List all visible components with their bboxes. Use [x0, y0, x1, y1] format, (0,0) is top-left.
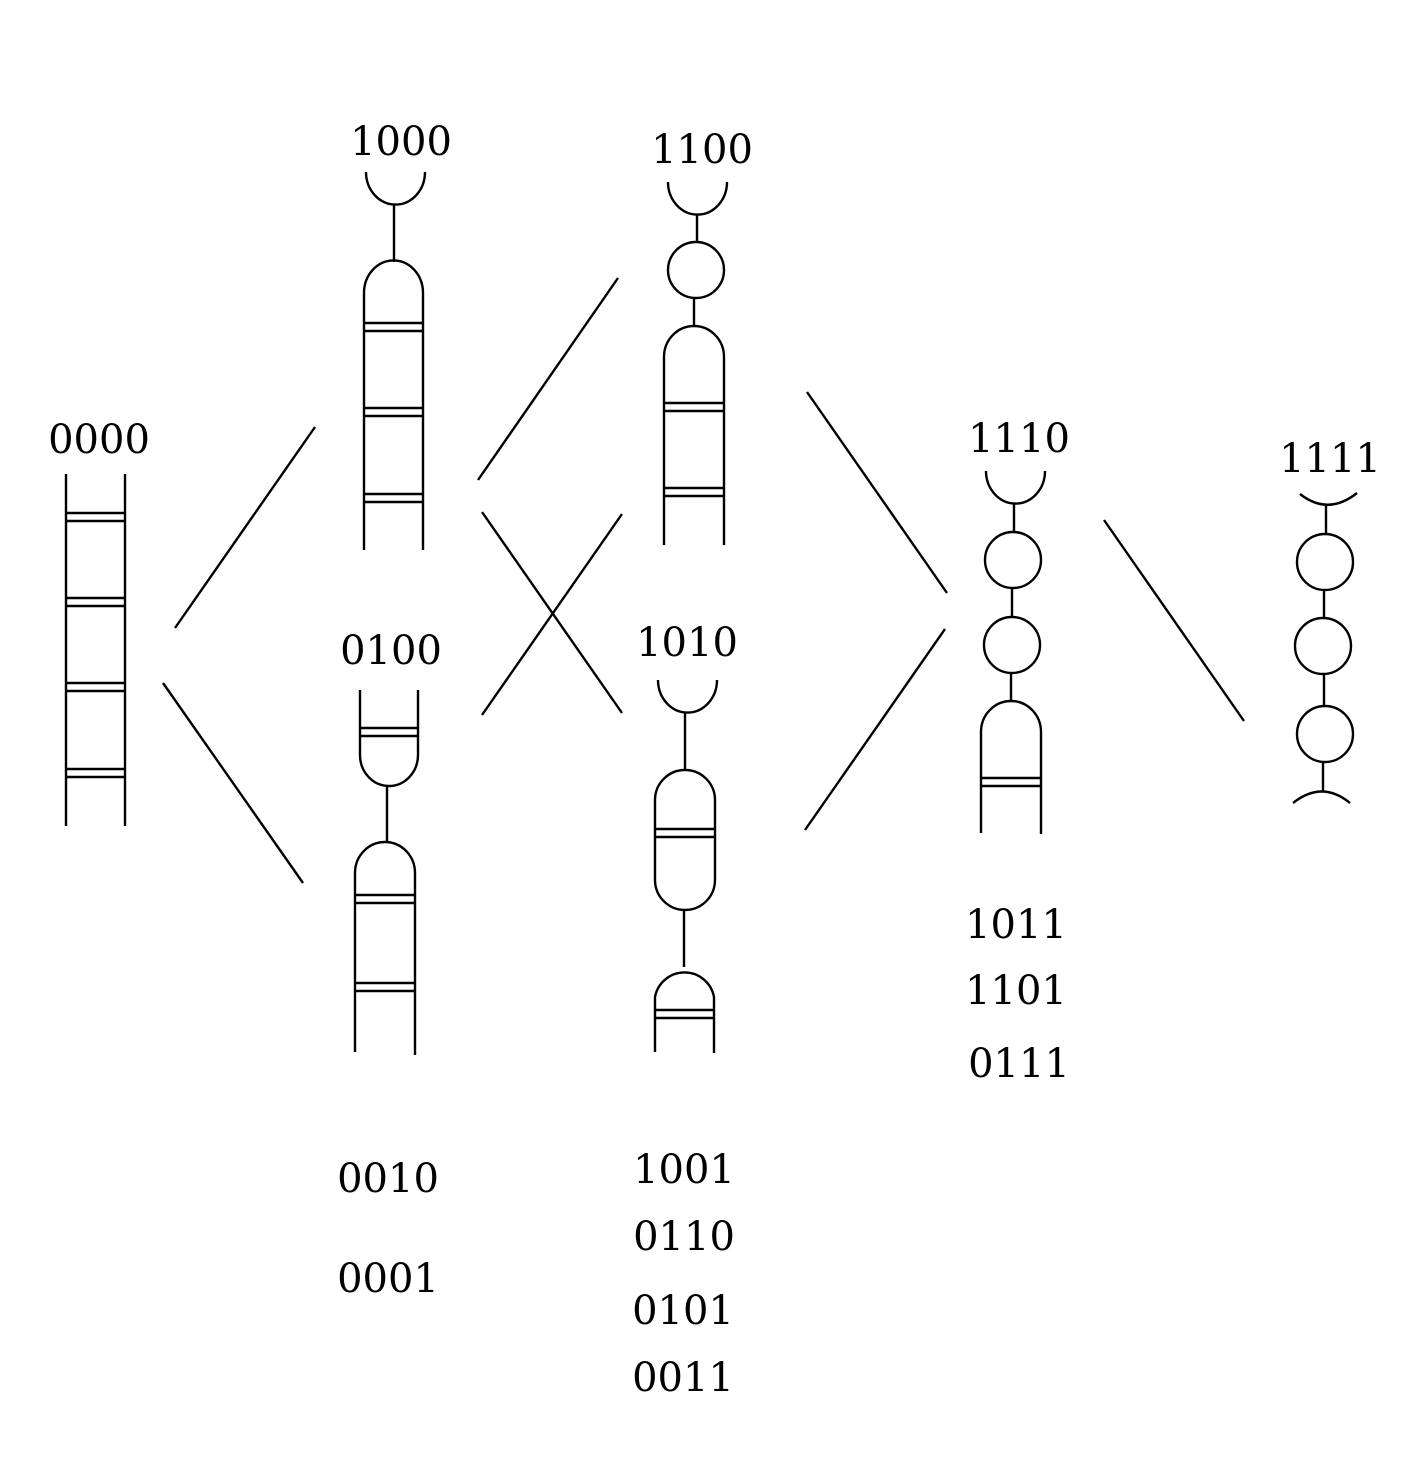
edge-0000-1000 [174, 426, 316, 629]
edge-0000-0100 [162, 682, 304, 884]
label-1100: 1100 [651, 127, 753, 173]
capped-ladder [653, 971, 716, 1053]
label-1011: 1011 [965, 902, 1067, 948]
rung-pair [364, 406, 423, 418]
cup-end [984, 470, 1047, 505]
figure-1000 [362, 171, 427, 550]
capped-ladder [979, 699, 1043, 834]
label-1000: 1000 [350, 119, 452, 165]
rung-pair [66, 511, 125, 523]
rung-pair [364, 321, 423, 333]
rung-pair [981, 776, 1041, 788]
figure-0000 [64, 474, 127, 826]
label-0011: 0011 [632, 1355, 734, 1401]
ring [1295, 704, 1355, 764]
rung-pair [364, 492, 423, 504]
rung-pair [66, 767, 125, 779]
capped-ladder [362, 259, 425, 550]
figure-1111 [1292, 492, 1358, 804]
label-1101: 1101 [965, 968, 1067, 1014]
edge-1100-1110 [806, 391, 948, 594]
u-loop-top [358, 690, 420, 788]
edge-1000-1100 [477, 277, 619, 481]
rung-pair [360, 726, 418, 738]
figure-0100 [353, 690, 420, 1055]
ring [982, 615, 1042, 675]
cap-arc-bottom [1292, 790, 1351, 804]
label-1001: 1001 [633, 1147, 735, 1193]
cap-arc-top [1299, 492, 1358, 506]
rung-pair [664, 486, 724, 498]
figure-1010 [653, 679, 719, 1053]
cup-end [666, 181, 729, 216]
ring [983, 530, 1043, 590]
state-labels: 0000 1000 0100 0010 0001 1100 1010 1001 … [48, 119, 1381, 1401]
capped-ladder [662, 324, 726, 545]
label-1111: 1111 [1279, 436, 1381, 482]
rung-pair [355, 981, 415, 993]
edge-0100-1100 [481, 513, 623, 716]
capsule [653, 768, 717, 912]
cup-end [656, 679, 719, 714]
label-0010: 0010 [337, 1156, 439, 1202]
label-0111: 0111 [968, 1041, 1070, 1087]
edge-1010-1110 [804, 628, 946, 831]
label-0110: 0110 [633, 1214, 735, 1260]
ring [666, 240, 726, 300]
edge-1110-1111 [1103, 519, 1245, 722]
rung-pair [355, 893, 415, 905]
label-0000: 0000 [48, 417, 150, 463]
connection-lines [162, 277, 1245, 884]
ring [1293, 616, 1353, 676]
ring [1295, 532, 1355, 592]
label-1010: 1010 [636, 620, 738, 666]
rung-pair [66, 596, 125, 608]
label-1110: 1110 [968, 416, 1070, 462]
rung-pair [664, 401, 724, 413]
capped-ladder [353, 840, 417, 1055]
figure-1100 [662, 181, 729, 545]
cup-end [364, 171, 427, 206]
rung-pair [66, 681, 125, 693]
figure-1110 [979, 470, 1047, 834]
label-0101: 0101 [632, 1288, 734, 1334]
label-0100: 0100 [340, 628, 442, 674]
rung-pair [655, 1008, 714, 1020]
rung-pair [655, 827, 715, 839]
label-0001: 0001 [337, 1256, 439, 1302]
